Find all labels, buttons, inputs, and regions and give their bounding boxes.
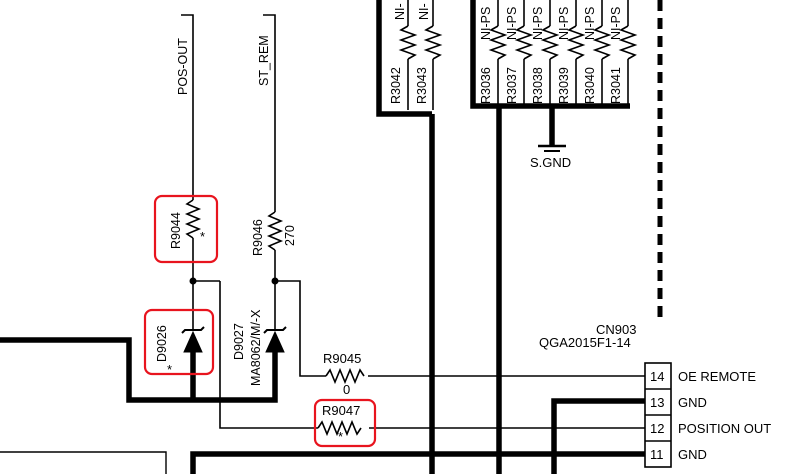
pos-out-to-r9047-wire-b <box>219 281 318 429</box>
r3036-ref-label: R3036 <box>479 67 493 104</box>
d9026-zener-diode <box>181 326 205 353</box>
cn903-part-label: QGA2015F1-14 <box>539 335 631 350</box>
r9047-resistor <box>317 419 645 437</box>
r3038-net-label: NI-PS <box>531 7 545 40</box>
d9027-zener-diode <box>263 326 287 353</box>
d9026-ref-label: D9026 <box>155 325 169 362</box>
r3041-symbol <box>618 25 638 60</box>
d9027-ref-label: D9027 <box>232 323 246 360</box>
r3037-ref-label: R3037 <box>505 67 519 104</box>
d9027-part-label: MA8062/M/-X <box>249 309 263 386</box>
adjacent-block-outline <box>0 451 167 474</box>
bus-group-b <box>470 0 630 109</box>
r9047-ref-label: R9047 <box>322 403 360 418</box>
r3042-net-label: NI- <box>393 3 407 20</box>
r3036-symbol <box>488 25 508 60</box>
s-gnd-label: S.GND <box>530 155 571 170</box>
r3037-symbol <box>514 25 534 60</box>
pin-14-number: 14 <box>650 369 664 384</box>
r3041-ref-label: R3041 <box>609 67 623 104</box>
pin-12-number: 12 <box>650 421 664 436</box>
r3043-symbol <box>423 25 443 60</box>
r3039-symbol <box>566 25 586 60</box>
r9045-ref-label: R9045 <box>323 351 361 366</box>
r3042-ref-label: R3042 <box>389 67 403 104</box>
r9047-mark: * <box>338 429 343 444</box>
top-resistor-array <box>398 0 638 110</box>
r9044-ref-label: R9044 <box>169 212 183 249</box>
thick-bus-lines <box>0 0 645 474</box>
cn903-ref-label: CN903 <box>596 322 636 337</box>
bus-group-a-left <box>376 0 432 117</box>
r9045-resistor <box>325 367 645 385</box>
d9026-mark: * <box>167 362 172 377</box>
pin-13-label: GND <box>678 395 707 410</box>
r3039-net-label: NI-PS <box>557 7 571 40</box>
r9044-mark: * <box>200 229 205 244</box>
pin-11-label: GND <box>678 447 707 462</box>
r3037-net-label: NI-PS <box>505 7 519 40</box>
highlight-r9047 <box>313 398 377 448</box>
r3036-net-label: NI-PS <box>479 7 493 40</box>
r9046-value-label: 270 <box>283 225 297 246</box>
pos-out-branch <box>181 14 318 429</box>
r3038-ref-label: R3038 <box>531 67 545 104</box>
st-rem-branch <box>263 14 326 377</box>
highlight-annotations <box>143 194 377 448</box>
pos-out-net-label: POS-OUT <box>176 38 190 95</box>
r9045-value-label: 0 <box>343 382 350 397</box>
r3038-symbol <box>540 25 560 60</box>
st-rem-to-r9045-wire <box>275 280 326 377</box>
highlight-d9026 <box>143 308 215 376</box>
gnd-bus-pin11 <box>190 451 645 474</box>
signal-ground-symbol <box>538 144 566 152</box>
r3041-net-label: NI-PS <box>609 7 623 40</box>
pin-12-label: POSITION OUT <box>678 421 771 436</box>
left-bus <box>0 337 278 403</box>
r3043-ref-label: R3043 <box>415 67 429 104</box>
st-rem-wire <box>263 14 276 212</box>
r3040-symbol <box>592 25 612 60</box>
r3039-ref-label: R3039 <box>557 67 571 104</box>
highlight-r9044 <box>153 194 219 264</box>
r9046-symbol <box>266 211 284 251</box>
connector-cn903 <box>644 362 672 468</box>
pin-13-number: 13 <box>650 395 664 410</box>
pos-out-wire <box>181 14 194 200</box>
gnd-bus-pin13 <box>551 398 645 474</box>
r3042-symbol <box>398 25 418 60</box>
r9044-symbol <box>184 199 202 239</box>
r3040-net-label: NI-PS <box>583 7 597 40</box>
pin-14-label: OE REMOTE <box>678 369 756 384</box>
pin-11-number: 11 <box>650 447 664 462</box>
st-rem-net-label: ST_REM <box>257 35 271 86</box>
r9046-ref-label: R9046 <box>251 219 265 256</box>
r3043-net-label: NI- <box>417 3 431 20</box>
r3040-ref-label: R3040 <box>583 67 597 104</box>
